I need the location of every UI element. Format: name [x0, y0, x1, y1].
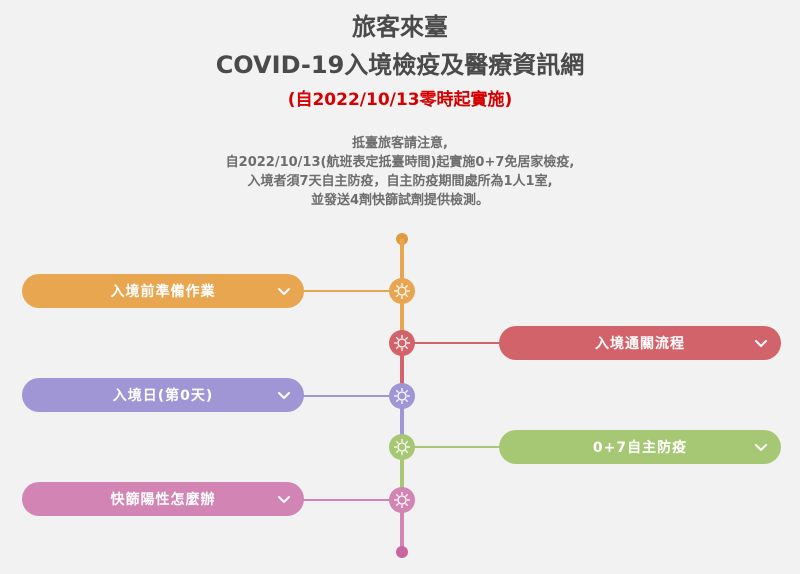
connector-line: [303, 395, 400, 397]
page-subtitle: COVID-19入境檢疫及醫療資訊網: [215, 51, 585, 79]
entry-customs-process-button[interactable]: 入境通關流程: [499, 326, 781, 360]
pill-label: 0+7自主防疫: [592, 440, 688, 456]
virus-icon: [389, 330, 415, 356]
chevron-down-icon[interactable]: [276, 387, 292, 403]
pill-label: 入境通關流程: [595, 336, 685, 352]
entry-day-button[interactable]: 入境日(第0天): [22, 378, 304, 412]
timeline-segment: [400, 500, 404, 552]
notice-line: 入境者須7天自主防疫，自主防疫期間處所為1人1室,: [247, 174, 553, 189]
effective-date-note: (自2022/10/13零時起實施): [287, 90, 513, 110]
pre-entry-preparation-button[interactable]: 入境前準備作業: [22, 274, 304, 308]
notice-text: 抵臺旅客請注意, 自2022/10/13(航班表定抵臺時間)起實施0+7免居家檢…: [0, 134, 800, 210]
notice-line: 並發送4劑快篩試劑提供檢測。: [310, 193, 490, 208]
chevron-down-icon[interactable]: [753, 335, 769, 351]
virus-icon: [389, 434, 415, 460]
chevron-down-icon[interactable]: [276, 283, 292, 299]
connector-line: [404, 446, 500, 448]
pill-label: 入境前準備作業: [110, 284, 216, 300]
self-health-management-button[interactable]: 0+7自主防疫: [499, 430, 781, 464]
virus-icon: [389, 383, 415, 409]
connector-line: [303, 290, 400, 292]
page-title: 旅客來臺: [352, 13, 448, 41]
timeline-segment: [400, 445, 404, 500]
chevron-down-icon[interactable]: [276, 491, 292, 507]
timeline-segment: [400, 392, 404, 445]
notice-line: 自2022/10/13(航班表定抵臺時間)起實施0+7免居家檢疫,: [225, 155, 575, 170]
connector-line: [404, 342, 500, 344]
timeline-end-dot: [396, 546, 408, 558]
virus-icon: [389, 487, 415, 513]
pill-label: 入境日(第0天): [112, 388, 214, 404]
chevron-down-icon[interactable]: [753, 439, 769, 455]
pill-label: 快篩陽性怎麼辦: [110, 492, 216, 508]
rapid-test-positive-button[interactable]: 快篩陽性怎麼辦: [22, 482, 304, 516]
virus-icon: [389, 278, 415, 304]
timeline-segment: [400, 339, 404, 392]
notice-line: 抵臺旅客請注意,: [352, 136, 448, 151]
connector-line: [303, 499, 400, 501]
